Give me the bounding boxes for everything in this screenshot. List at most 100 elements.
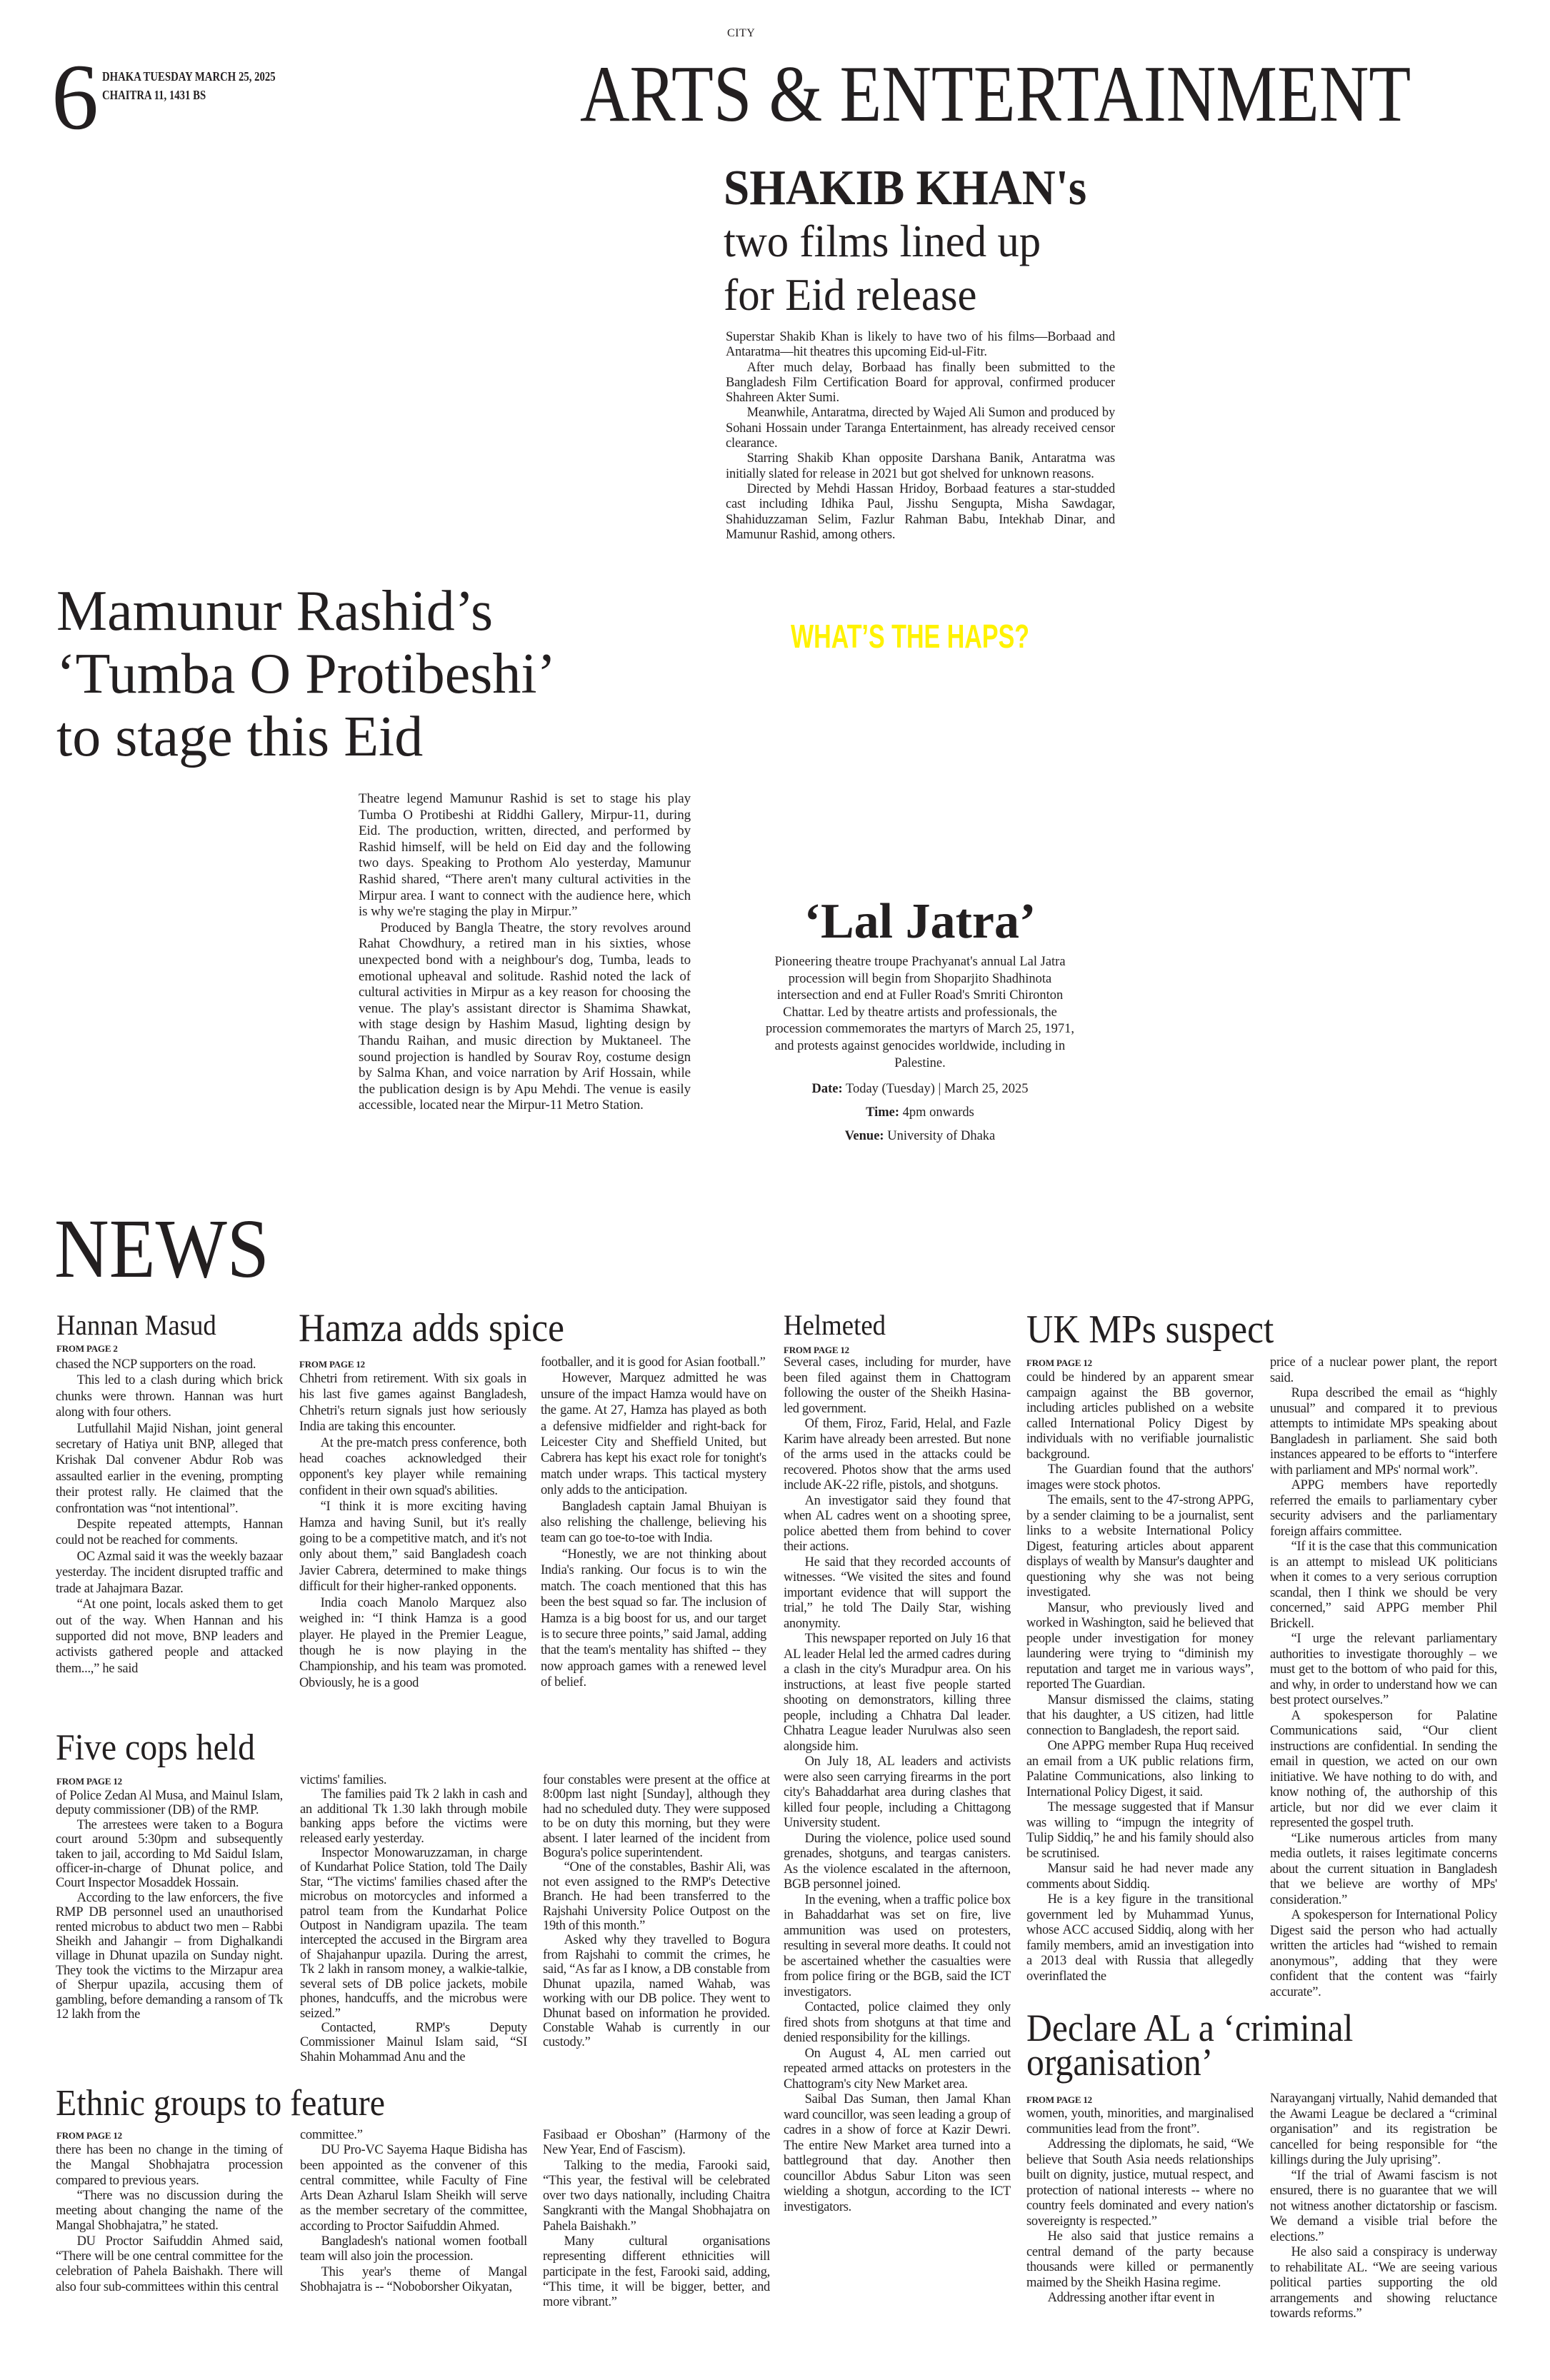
paragraph: could be hindered by an apparent smear c… bbox=[1026, 1370, 1254, 1462]
paragraph: The arrestees were taken to a Bogura cou… bbox=[56, 1817, 283, 1891]
paragraph: During the violence, police used sound g… bbox=[784, 1831, 1011, 1892]
shakib-headline-line3: for Eid release bbox=[724, 269, 977, 320]
event-meta: Date: Today (Tuesday) | March 25, 2025 T… bbox=[759, 1078, 1081, 1148]
paragraph: victims' families. bbox=[300, 1773, 387, 1787]
article-column: of Police Zedan Al Musa, and Mainul Isla… bbox=[56, 1789, 283, 2074]
mamunur-article-body: Theatre legend Mamunur Rashid is set to … bbox=[359, 791, 691, 1114]
paragraph: Mansur dismissed the claims, stating tha… bbox=[1026, 1692, 1254, 1738]
paragraph: India coach Manolo Marquez also weighed … bbox=[299, 1595, 526, 1690]
paragraph: One APPG member Rupa Huq received an ema… bbox=[1026, 1739, 1254, 1799]
from-page-label: FROM PAGE 12 bbox=[56, 1776, 122, 1787]
paragraph: DU Proctor Saifuddin Ahmed said, “There … bbox=[56, 2234, 283, 2294]
shakib-headline-line2: two films lined up bbox=[724, 216, 1041, 266]
paragraph: Many cultural organisations representing… bbox=[543, 2234, 770, 2310]
headline-line: Declare AL a ‘criminal bbox=[1026, 2007, 1354, 2049]
paragraph: “One of the constables, Bashir Ali, was … bbox=[543, 1860, 770, 1934]
paragraph: The families paid Tk 2 lakh in cash and … bbox=[300, 1787, 527, 1846]
paragraph: Meanwhile, Antaratma, directed by Wajed … bbox=[726, 406, 1115, 451]
from-page-label: FROM PAGE 12 bbox=[1026, 2094, 1092, 2105]
paragraph: Talking to the media, Farooki said, “Thi… bbox=[543, 2158, 770, 2234]
bengali-date: CHAITRA 11, 1431 BS bbox=[102, 88, 206, 102]
date-value: Today (Tuesday) | March 25, 2025 bbox=[845, 1082, 1029, 1097]
paragraph: However, Marquez admitted he was unsure … bbox=[541, 1371, 766, 1498]
section-label: CITY bbox=[727, 27, 756, 39]
paragraph: An investigator said they found that whe… bbox=[784, 1493, 1011, 1555]
date-line: DHAKA TUESDAY MARCH 25, 2025 bbox=[102, 69, 276, 84]
paragraph: He also said a conspiracy is underway to… bbox=[1270, 2245, 1497, 2321]
paragraph: women, youth, minorities, and marginalis… bbox=[1026, 2107, 1254, 2137]
paragraph: Contacted, police claimed they only fire… bbox=[784, 2000, 1011, 2045]
venue-label: Venue: bbox=[844, 1129, 884, 1144]
paragraph: A spokesperson for Palatine Communicatio… bbox=[1270, 1708, 1497, 1831]
paragraph: Several cases, including for murder, hav… bbox=[784, 1355, 1011, 1416]
headline-line: to stage this Eid bbox=[56, 706, 424, 768]
time-value: 4pm onwards bbox=[902, 1105, 974, 1120]
paragraph: “There was no discussion during the meet… bbox=[56, 2188, 283, 2234]
mamunur-headline: Mamunur Rashid’s ‘Tumba O Protibeshi’ to… bbox=[56, 580, 556, 768]
whats-the-haps-label: WHAT’S THE HAPS? bbox=[791, 618, 1030, 655]
paragraph: “I think it is more exciting having Hamz… bbox=[299, 1500, 526, 1595]
from-page-label: FROM PAGE 12 bbox=[1026, 1357, 1092, 1368]
shakib-article-body: Superstar Shakib Khan is likely to have … bbox=[726, 330, 1115, 543]
article-column: women, youth, minorities, and marginalis… bbox=[1026, 2107, 1254, 2349]
article-headline: Hamza adds spice bbox=[299, 1306, 564, 1350]
paragraph: This year's theme of Mangal Shobhajatra … bbox=[300, 2264, 527, 2294]
paragraph: “Like numerous articles from many media … bbox=[1270, 1831, 1497, 1907]
paragraph: “If the trial of Awami fascism is not en… bbox=[1270, 2168, 1497, 2244]
paragraph: After much delay, Borbaad has finally be… bbox=[726, 360, 1115, 406]
from-page-label: FROM PAGE 2 bbox=[56, 1343, 118, 1354]
article-column: Chhetri from retirement. With six goals … bbox=[299, 1371, 526, 1728]
event-venue: Venue: University of Dhaka bbox=[759, 1125, 1081, 1148]
paragraph: The emails, sent to the 47-strong APPG, … bbox=[1026, 1493, 1254, 1600]
paragraph: Starring Shakib Khan opposite Darshana B… bbox=[726, 451, 1115, 481]
paragraph: Produced by Bangla Theatre, the story re… bbox=[359, 920, 691, 1113]
article-headline: UK MPs suspect bbox=[1026, 1307, 1274, 1352]
paragraph: Bangladesh's national women football tea… bbox=[300, 2234, 527, 2264]
paragraph: committee.” bbox=[300, 2128, 363, 2142]
paragraph: The message suggested that if Mansur was… bbox=[1026, 1800, 1254, 1861]
article-headline: Five cops held bbox=[56, 1727, 256, 1768]
paragraph: This led to a clash during which brick c… bbox=[56, 1373, 283, 1420]
paragraph: He also said that justice remains a cent… bbox=[1026, 2229, 1254, 2290]
paragraph: “If it is the case that this communicati… bbox=[1270, 1540, 1497, 1631]
paragraph: He said that they recorded accounts of w… bbox=[784, 1555, 1011, 1631]
paragraph: The Guardian found that the authors' ima… bbox=[1026, 1462, 1254, 1492]
paragraph: Addressing another iftar event in bbox=[1047, 2291, 1215, 2305]
from-page-label: FROM PAGE 12 bbox=[56, 2130, 122, 2141]
paragraph: Despite repeated attempts, Hannan could … bbox=[56, 1517, 283, 1548]
paragraph: Contacted, RMP's Deputy Commissioner Mai… bbox=[300, 2020, 527, 2064]
article-column: Several cases, including for murder, hav… bbox=[784, 1355, 1011, 2341]
paragraph: price of a nuclear power plant, the repo… bbox=[1270, 1355, 1497, 1385]
paragraph: A spokesperson for International Policy … bbox=[1270, 1908, 1497, 1999]
paragraph: Superstar Shakib Khan is likely to have … bbox=[726, 330, 1115, 360]
article-column: price of a nuclear power plant, the repo… bbox=[1270, 1355, 1497, 2002]
shakib-headline-bold: SHAKIB KHAN's bbox=[724, 161, 1087, 216]
article-column: victims' families.The families paid Tk 2… bbox=[300, 1773, 527, 2074]
time-label: Time: bbox=[866, 1105, 900, 1120]
from-page-label: FROM PAGE 12 bbox=[299, 1359, 365, 1370]
paragraph: Mansur, who previously lived and worked … bbox=[1026, 1600, 1254, 1692]
paragraph: Lutfullahil Majid Nishan, joint general … bbox=[56, 1421, 283, 1516]
paragraph: This newspaper reported on July 16 that … bbox=[784, 1632, 1011, 1754]
event-title: ‘Lal Jatra’ bbox=[804, 894, 1036, 949]
paragraph: Fasibaad er Oboshan” (Harmony of the New… bbox=[543, 2128, 770, 2158]
paragraph: Addressing the diplomats, he said, “We b… bbox=[1026, 2137, 1254, 2229]
paragraph: APPG members have reportedly referred th… bbox=[1270, 1478, 1497, 1539]
paragraph: there has been no change in the timing o… bbox=[56, 2143, 283, 2188]
paragraph: According to the law enforcers, the five… bbox=[56, 1890, 283, 2022]
paragraph: DU Pro-VC Sayema Haque Bidisha has been … bbox=[300, 2143, 527, 2234]
paragraph: “At one point, locals asked them to get … bbox=[56, 1597, 283, 1676]
paragraph: Mansur said he had never made any commen… bbox=[1026, 1862, 1254, 1892]
paragraph: OC Azmal said it was the weekly bazaar y… bbox=[56, 1549, 283, 1596]
venue-value: University of Dhaka bbox=[887, 1129, 996, 1144]
article-column: chased the NCP supporters on the road.Th… bbox=[56, 1357, 283, 1728]
article-headline: Ethnic groups to feature bbox=[56, 2083, 385, 2124]
headline-line: Mamunur Rashid’s bbox=[56, 580, 494, 643]
headline-line: organisation’ bbox=[1026, 2041, 1214, 2084]
paragraph: Bangladesh captain Jamal Bhuiyan is also… bbox=[541, 1499, 766, 1546]
news-section-title: NEWS bbox=[54, 1202, 269, 1295]
from-page-label: FROM PAGE 12 bbox=[784, 1345, 849, 1355]
article-column: there has been no change in the timing o… bbox=[56, 2143, 283, 2357]
paragraph: “I urge the relevant parliamentary autho… bbox=[1270, 1632, 1497, 1707]
article-column: Fasibaad er Oboshan” (Harmony of the New… bbox=[543, 2128, 770, 2356]
